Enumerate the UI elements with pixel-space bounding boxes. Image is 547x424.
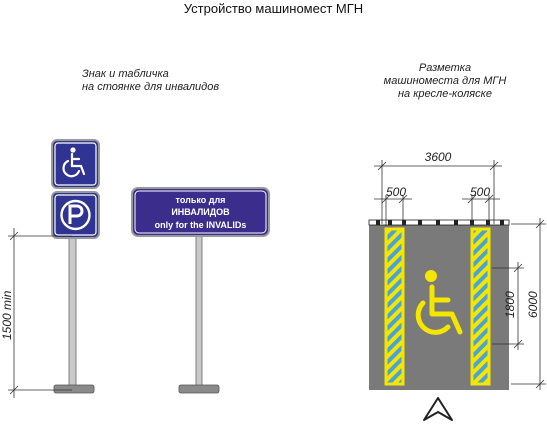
parking-p-icon [60,199,91,231]
sign-caption-line2: на стоянке для инвалидов [82,81,220,93]
plaque-line3: only for the INVALIDs [155,220,247,230]
length-dimension [511,218,546,390]
width-dimension [374,160,502,224]
wheelchair-sign-plate [51,139,100,189]
right-hatched-stripe [470,227,491,386]
sign-caption-line1: Знак и табличка [82,68,169,80]
sign-pole-base [53,384,95,394]
marking-caption-line2: машиноместа для МГН [383,75,507,87]
plaque-plate [131,187,270,237]
wheelchair-sign [51,139,100,189]
left-hatched-stripe [384,227,405,386]
parking-sign [51,191,100,239]
parking-space [368,219,510,390]
plaque-line1: только для [176,195,226,205]
plaque-pole [195,235,203,389]
marking-caption-line3: на кресле-коляске [398,88,492,100]
marking-caption-line1: Разметка [418,62,472,74]
plaque-border [134,190,267,234]
wheelchair-sign-border [54,142,97,186]
symbol-height-dimension [492,262,524,350]
symbol-height-label: 1800 [503,291,517,318]
stripe-dimensions [374,194,500,226]
sign-caption: Знак и табличка на стоянке для инвалидов [82,68,219,94]
length-label: 6000 [526,291,540,318]
sign-post-assembly [51,139,100,394]
sign-height-label: 1500 min [0,290,14,340]
stripe-right-label: 500 [470,185,490,199]
stripe-left-label: 500 [386,185,406,199]
sign-pole [68,229,77,389]
width-label: 3600 [425,150,452,164]
marking-caption: Разметка машиноместа для МГН на кресле-к… [360,62,530,101]
plaque-line2: ИНВАЛИДОВ [171,207,230,217]
direction-arrow-icon [423,397,453,421]
floor-wheelchair-icon [415,270,463,335]
plaque-post-assembly: только для ИНВАЛИДОВ only for the INVALI… [131,187,270,394]
parking-sign-border [54,194,97,236]
page-title: Устройство машиномест МГН [183,1,364,16]
sign-height-dimension [8,228,72,398]
plaque-pole-base [178,384,220,394]
wheelchair-icon [62,147,86,178]
